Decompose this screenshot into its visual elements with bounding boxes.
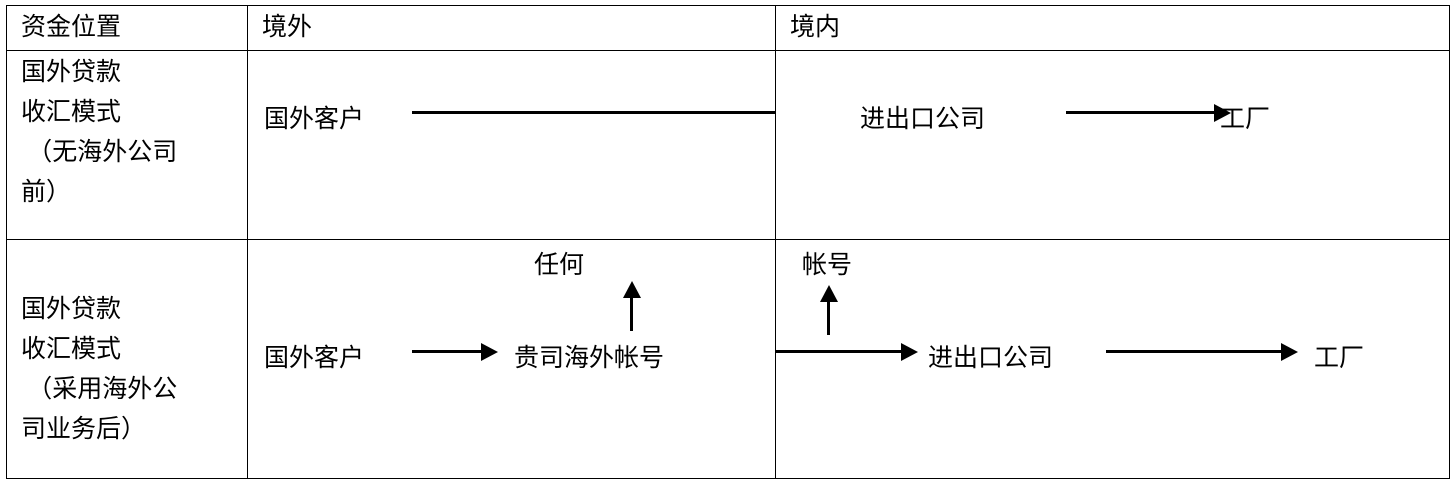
header-cell-offshore: 境外 — [247, 5, 776, 51]
header-label-offshore: 境外 — [262, 14, 313, 41]
row2-cell-onshore: 帐号 进出口公司 — [775, 239, 1450, 479]
row2-mode-label: 国外贷款 收汇模式 （采用海外公 司业务后） — [21, 290, 177, 450]
header-label-position: 资金位置 — [21, 14, 122, 41]
table-row: 国外贷款 收汇模式 （采用海外公 司业务后） 任何 国外客户 — [6, 239, 1450, 479]
annotation-any: 任何 — [534, 252, 585, 279]
header-cell-position: 资金位置 — [6, 5, 248, 51]
node-your-overseas-account: 贵司海外帐号 — [514, 345, 665, 372]
node-overseas-customer: 国外客户 — [264, 106, 365, 133]
table-row: 国外贷款 收汇模式 （无海外公司 前） 国外客户 — [6, 50, 1450, 240]
row1-label-line-3: （无海外公司 — [21, 139, 178, 166]
row2-cell-offshore: 任何 国外客户 贵司海外帐号 — [247, 239, 776, 479]
row2-label-line-2: 收汇模式 — [21, 336, 122, 363]
table-header-row: 资金位置 境外 境内 — [6, 5, 1450, 51]
fund-flow-table: 资金位置 境外 境内 国外贷款 收汇模式 （无海外公司 前） — [6, 5, 1450, 479]
arrow-up-icon — [820, 285, 838, 335]
node-factory: 工厂 — [1314, 345, 1365, 372]
header-cell-onshore: 境内 — [775, 5, 1450, 51]
row2-label-line-1: 国外贷款 — [21, 296, 122, 323]
arrow-right-long-icon — [1106, 343, 1298, 361]
node-overseas-customer: 国外客户 — [264, 345, 365, 372]
arrow-right-icon — [776, 343, 918, 361]
row1-label-line-4: 前） — [21, 179, 72, 206]
annotation-account: 帐号 — [802, 252, 853, 279]
row1-cell-offshore: 国外客户 — [247, 50, 838, 240]
row1-label-line-1: 国外贷款 — [21, 59, 122, 86]
arrow-right-long-icon — [412, 104, 838, 122]
node-import-export-company: 进出口公司 — [928, 345, 1054, 372]
row2-label-line-3: （采用海外公 — [21, 376, 178, 403]
row2-cell-label: 国外贷款 收汇模式 （采用海外公 司业务后） — [6, 239, 248, 479]
row1-label-line-2: 收汇模式 — [21, 99, 122, 126]
row2-label-line-4: 司业务后） — [21, 416, 147, 443]
row1-cell-onshore: 进出口公司 工厂 — [775, 50, 1450, 240]
node-factory: 工厂 — [1220, 106, 1271, 133]
arrow-right-icon — [1066, 104, 1231, 122]
node-import-export-company: 进出口公司 — [860, 106, 986, 133]
arrow-right-short-icon — [412, 343, 498, 361]
row1-mode-label: 国外贷款 收汇模式 （无海外公司 前） — [21, 53, 177, 213]
header-label-onshore: 境内 — [790, 14, 841, 41]
row1-cell-label: 国外贷款 收汇模式 （无海外公司 前） — [6, 50, 248, 240]
arrow-up-icon — [623, 281, 641, 331]
